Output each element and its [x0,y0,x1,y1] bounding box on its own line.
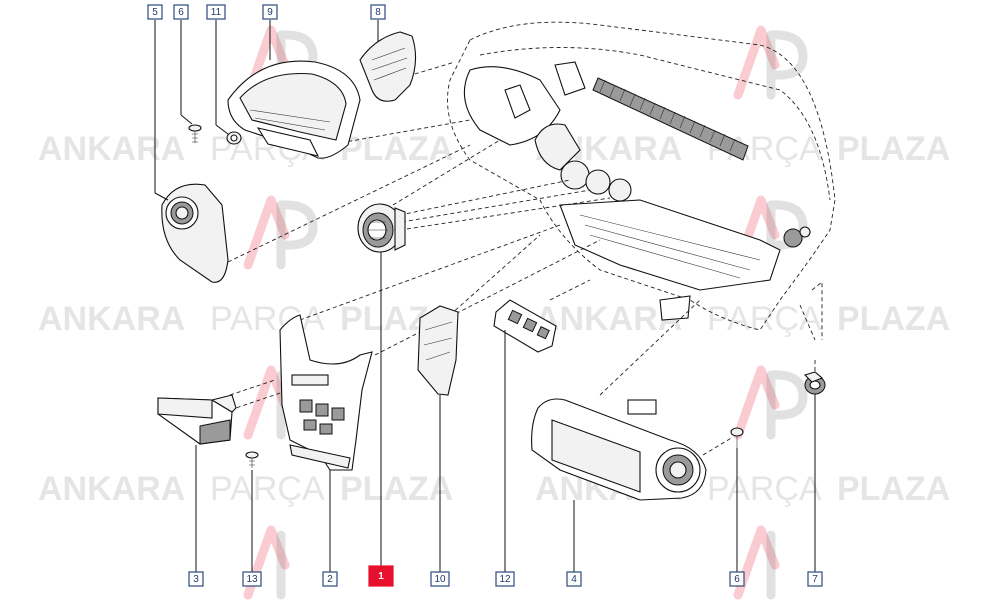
callout-label: 7 [812,574,818,585]
callout-6[interactable]: 6 [173,4,189,20]
callout-label: 2 [327,574,333,585]
callout-11[interactable]: 11 [206,4,226,20]
callout-13[interactable]: 13 [242,571,262,587]
watermark-word: ANKARA [38,470,185,508]
callout-label: 13 [246,574,258,585]
ignition-switch [803,371,826,395]
watermark-word: PARÇA [707,470,822,508]
ap-logo-mark [733,365,808,440]
screw-fastener [245,451,259,468]
callout-label: 10 [434,574,446,585]
watermark-word: ANKARA [38,300,185,338]
callout-4[interactable]: 4 [566,571,582,587]
watermark-word: PLAZA [837,470,950,508]
callout-5[interactable]: 5 [147,4,163,20]
instrument-cluster-hood [227,60,361,159]
screw-fastener [730,427,744,448]
callout-6[interactable]: 6 [729,571,745,587]
callout-label: 12 [499,574,511,585]
screw-fastener [188,124,202,143]
callout-8[interactable]: 8 [370,4,386,20]
callout-label: 1 [378,571,384,582]
side-trim-panel [417,305,459,396]
watermark-text-rows: ANKARA PARÇA PLAZA ANKARA PARÇA PLAZA AN… [38,130,950,508]
callout-1-highlighted[interactable]: 1 [368,565,394,587]
side-vent-trim-left [161,183,229,283]
callout-label: 11 [211,7,222,18]
clip-fastener [226,131,242,145]
callout-3[interactable]: 3 [188,571,204,587]
callout-7[interactable]: 7 [807,571,823,587]
watermark-word: PLAZA [837,130,950,168]
callout-label: 4 [571,574,577,585]
callout-label: 6 [178,7,184,18]
callout-label: 3 [193,574,199,585]
callout-label: 6 [734,574,740,585]
switch-panel [493,299,557,353]
callout-9[interactable]: 9 [262,4,278,20]
leader-lines [154,20,816,572]
round-air-vent[interactable] [357,203,406,253]
callout-label: 8 [375,7,381,18]
callout-12[interactable]: 12 [495,571,515,587]
watermark-logos [243,25,808,600]
ap-logo-mark [243,195,318,270]
callout-2[interactable]: 2 [322,571,338,587]
watermark-word: ANKARA [535,300,682,338]
watermark-word: PARÇA [210,300,325,338]
callout-10[interactable]: 10 [430,571,450,587]
callout-label: 9 [267,7,273,18]
watermark-word: PARÇA [707,300,822,338]
watermark-word: PLAZA [340,130,453,168]
dash-trim-cover [359,31,417,102]
watermark-word: PLAZA [837,300,950,338]
ap-logo-mark [733,25,808,100]
center-console-bezel [279,314,373,471]
watermark-word: PLAZA [340,470,453,508]
lower-trim-panel [531,398,707,501]
storage-pocket [157,394,237,445]
ap-logo-mark [733,525,780,600]
watermark-word: ANKARA [38,130,185,168]
watermark-word: PARÇA [210,470,325,508]
callout-label: 5 [152,7,158,18]
dashboard-assembly [447,21,836,331]
